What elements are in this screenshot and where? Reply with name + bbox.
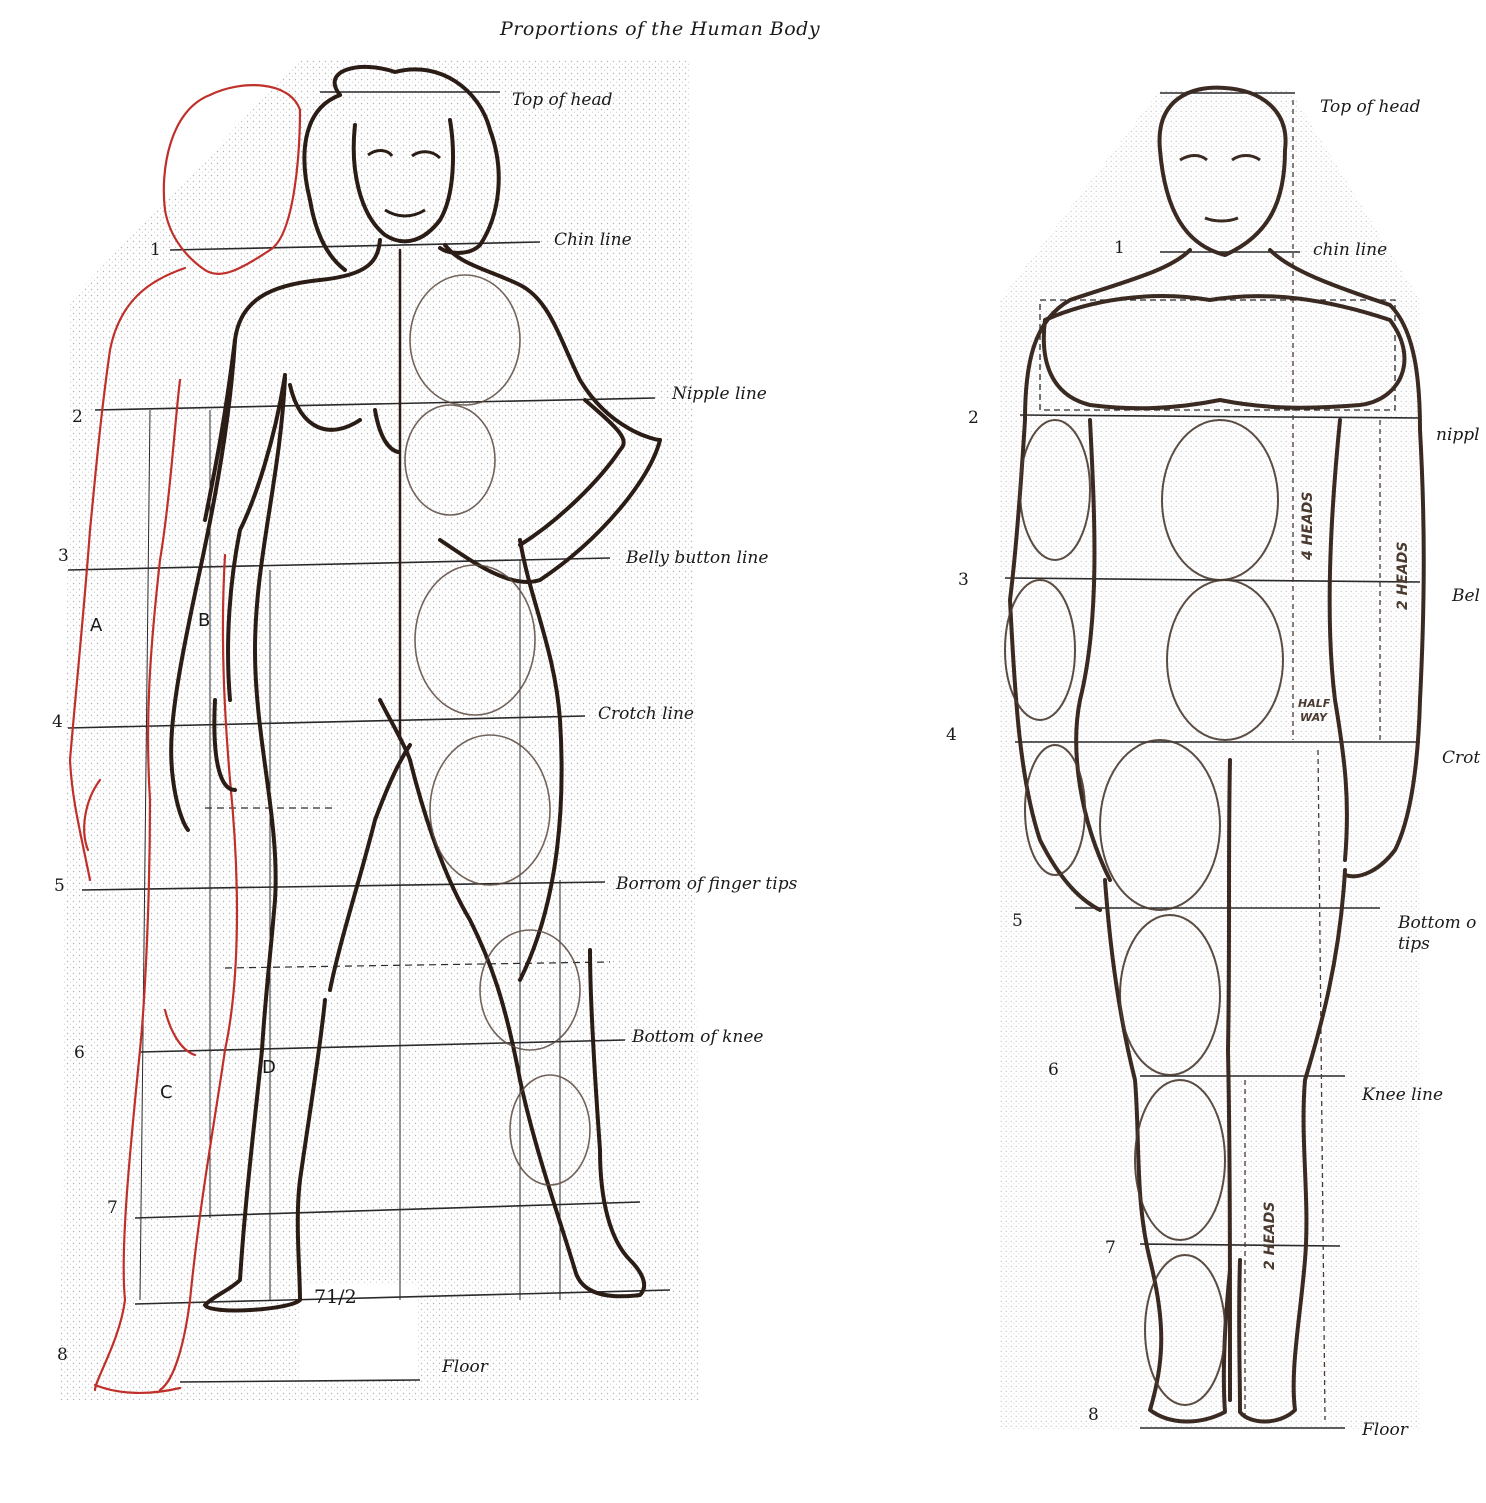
- male-num-6: 6: [1048, 1060, 1059, 1080]
- male-num-8: 8: [1088, 1405, 1099, 1425]
- male-figure-outline: [1008, 85, 1426, 1424]
- male-label-bottom-of: Bottom o: [1398, 913, 1477, 933]
- female-label-crotch-line: Crotch line: [598, 704, 694, 724]
- female-num-6: 6: [74, 1043, 85, 1063]
- male-label-nipple: nippl: [1436, 425, 1480, 445]
- female-label-chin-line: Chin line: [554, 230, 632, 250]
- male-stipple-panel: [1000, 90, 1420, 1430]
- male-label-tips: tips: [1398, 934, 1430, 954]
- region-letter-a: A: [90, 615, 103, 636]
- male-annotation-two-heads-upper: 2 HEADS: [1395, 541, 1411, 610]
- male-num-4: 4: [946, 725, 957, 745]
- male-label-belly: Bel: [1452, 586, 1480, 606]
- female-label-floor: Floor: [442, 1357, 488, 1377]
- female-num-1: 1: [150, 240, 161, 260]
- female-label-top-of-head: Top of head: [512, 90, 613, 110]
- page-title: Proportions of the Human Body: [500, 18, 821, 40]
- female-figure-outline: [169, 64, 662, 1313]
- female-num-7: 7: [107, 1198, 118, 1218]
- male-label-top-of-head: Top of head: [1320, 97, 1421, 117]
- female-num-3: 3: [58, 546, 69, 566]
- region-letter-d: D: [262, 1057, 276, 1078]
- male-label-floor: Floor: [1362, 1420, 1408, 1440]
- male-label-crotch: Crot: [1442, 748, 1481, 768]
- male-inner-faces: [1004, 419, 1284, 1406]
- female-num-4: 4: [52, 712, 63, 732]
- female-half-mark: 71/2: [314, 1286, 357, 1308]
- male-annotation-four-heads: 4 HEADS: [1300, 491, 1316, 560]
- male-num-3: 3: [958, 570, 969, 590]
- male-num-5: 5: [1012, 911, 1023, 931]
- male-annotation-half: HALF: [1298, 697, 1331, 710]
- female-label-belly-button-line: Belly button line: [626, 548, 769, 568]
- region-letter-b: B: [198, 610, 211, 631]
- female-inner-faces: [404, 274, 591, 1186]
- female-label-nipple-line: Nipple line: [672, 384, 767, 404]
- male-figure-group: [1000, 85, 1426, 1430]
- region-letter-c: C: [160, 1082, 173, 1103]
- floor-white-patch: [300, 1285, 418, 1380]
- male-annotation-way: WAY: [1300, 711, 1327, 724]
- female-label-bottom-of-knee: Bottom of knee: [632, 1027, 764, 1047]
- male-num-1: 1: [1114, 238, 1125, 258]
- female-num-5: 5: [54, 876, 65, 896]
- female-num-2: 2: [72, 407, 83, 427]
- male-label-chin-line: chin line: [1313, 240, 1388, 260]
- male-label-knee-line: Knee line: [1362, 1085, 1444, 1105]
- male-num-2: 2: [968, 408, 979, 428]
- red-sketch-figure: [68, 84, 302, 1394]
- male-annotation-two-heads-lower: 2 HEADS: [1262, 1201, 1278, 1270]
- female-num-8: 8: [57, 1345, 68, 1365]
- female-stipple-panel: [60, 60, 700, 1400]
- male-num-7: 7: [1105, 1238, 1116, 1258]
- female-label-finger-tips: Borrom of finger tips: [616, 874, 798, 894]
- female-figure-group: [60, 60, 700, 1400]
